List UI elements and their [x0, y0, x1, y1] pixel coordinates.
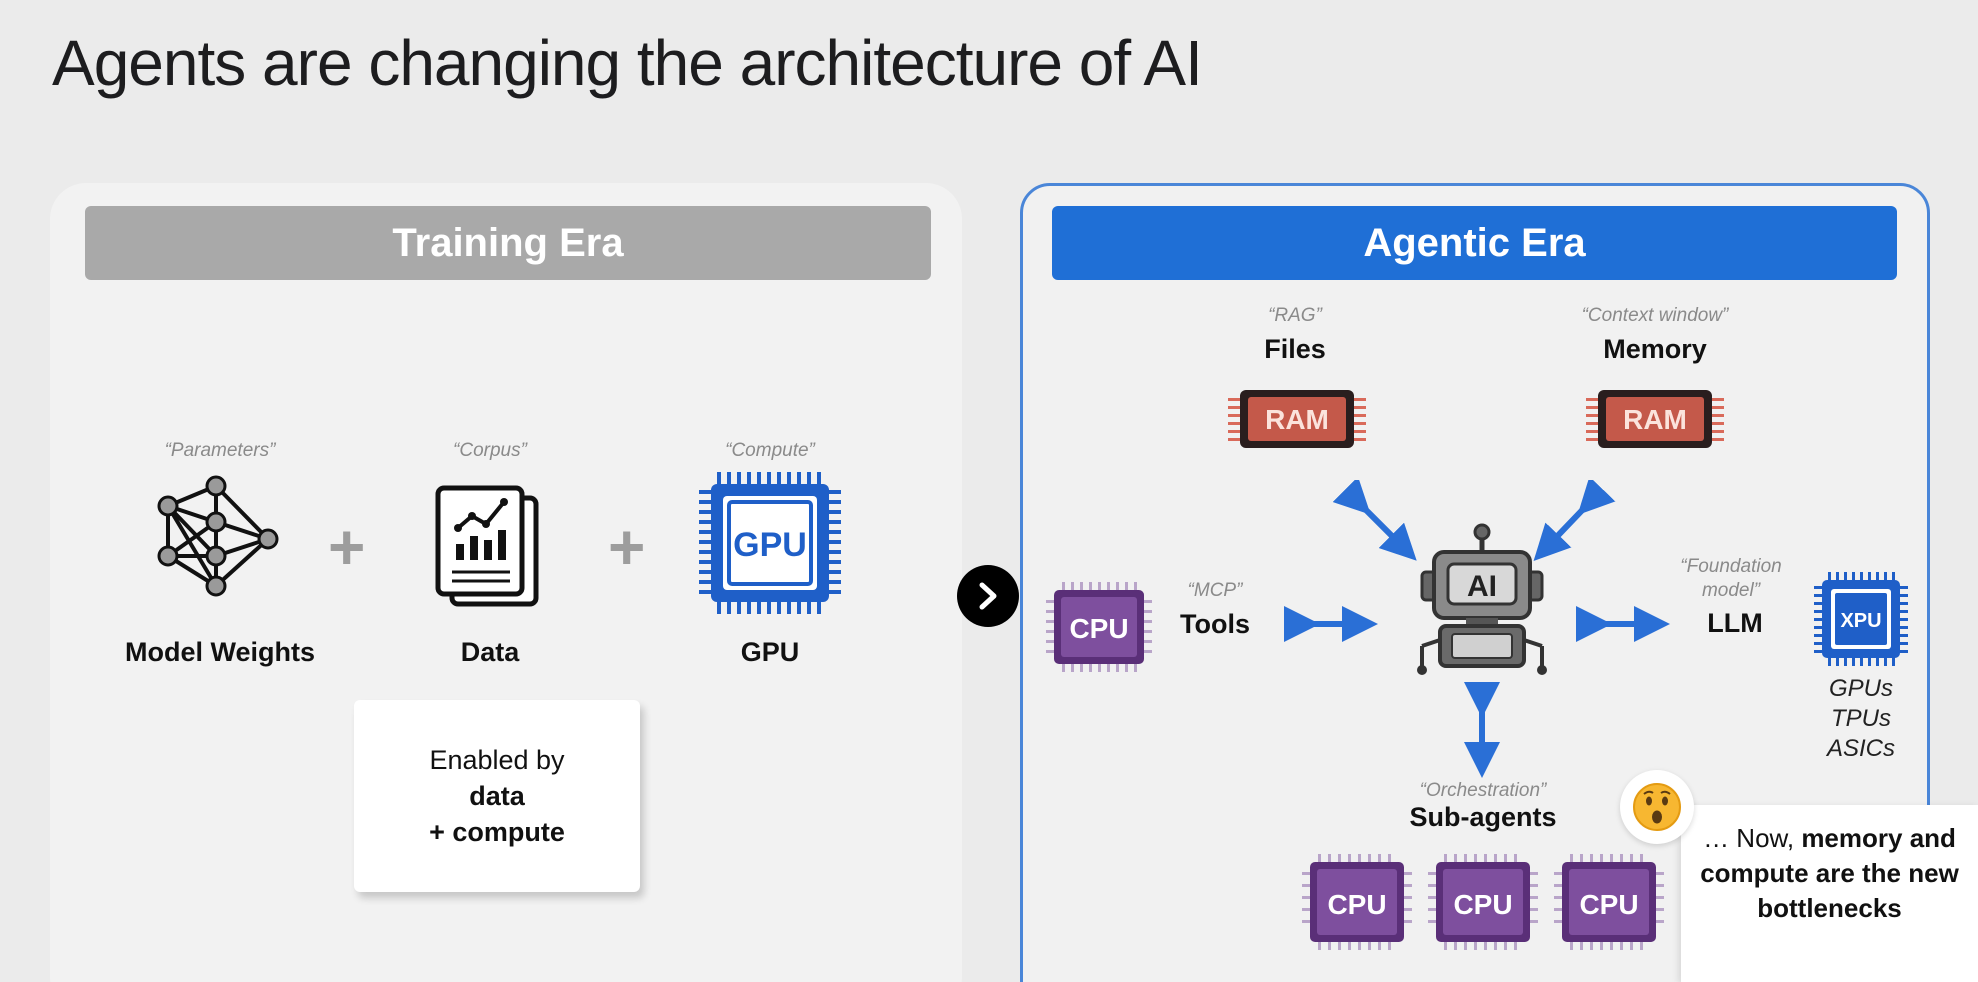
neural-network-icon — [157, 475, 279, 597]
accelerator-list: GPUs TPUs ASICs — [1808, 674, 1914, 764]
sub-agents-label: Sub-agents — [1409, 802, 1557, 832]
tools-label: Tools — [1180, 609, 1250, 639]
plus-sign: + — [328, 511, 366, 583]
chevron-right-icon — [979, 582, 997, 610]
foundation-quote-line2: model” — [1701, 580, 1761, 601]
training-era-banner: Training Era — [85, 206, 931, 280]
ram-chip-icon: RAM — [1586, 390, 1724, 448]
corpus-quote: “Corpus” — [453, 440, 527, 461]
foundation-quote-line1: “Foundation — [1680, 556, 1782, 577]
gpu-chip-icon: GPU — [699, 472, 841, 614]
robot-ai-text: AI — [1467, 570, 1497, 603]
model-weights-label: Model Weights — [124, 637, 315, 667]
cpu-chip-text: CPU — [1453, 889, 1512, 920]
page-title: Agents are changing the architecture of … — [52, 27, 1203, 99]
bottleneck-callout: … Now, memory and compute are the new bo… — [1681, 805, 1978, 982]
plus-sign: + — [608, 511, 646, 583]
cpu-chip-icon: CPU — [1046, 582, 1152, 672]
cpu-chip-text: CPU — [1069, 613, 1128, 644]
cpu-chip-icon: CPU — [1428, 854, 1538, 950]
callout-prefix: … Now, — [1703, 823, 1802, 853]
gpu-chip-text: GPU — [733, 526, 807, 564]
memory-label: Memory — [1603, 334, 1707, 364]
orchestration-quote: “Orchestration” — [1419, 780, 1547, 801]
document-chart-icon — [435, 485, 539, 607]
tpus-text: TPUs — [1831, 705, 1891, 732]
asics-text: ASICs — [1826, 735, 1895, 762]
files-label: Files — [1264, 334, 1326, 364]
compute-quote: “Compute” — [725, 440, 815, 461]
next-arrow-button[interactable] — [957, 565, 1019, 627]
arrow-files-ai — [1332, 480, 1417, 561]
gpus-text: GPUs — [1828, 675, 1893, 702]
rag-quote: “RAG” — [1268, 305, 1322, 326]
ram-chip-text: RAM — [1265, 404, 1329, 435]
xpu-chip-icon: XPU — [1814, 572, 1908, 666]
mcp-quote: “MCP” — [1187, 580, 1243, 601]
gpu-label: GPU — [740, 637, 800, 667]
parameters-quote: “Parameters” — [164, 440, 276, 461]
surprised-emoji-bubble — [1620, 770, 1694, 844]
robot-icon: AI — [1417, 523, 1547, 675]
connector-arrows — [1284, 480, 1670, 778]
arrow-memory-ai — [1533, 480, 1616, 562]
xpu-chip-text: XPU — [1840, 610, 1881, 632]
cpu-chip-text: CPU — [1327, 889, 1386, 920]
agentic-era-banner: Agentic Era — [1052, 206, 1897, 280]
enabled-data-text: data — [469, 781, 525, 811]
context-window-quote: “Context window” — [1581, 305, 1729, 326]
enabled-compute-text: + compute — [429, 817, 565, 847]
surprised-face-icon — [1633, 783, 1681, 831]
data-label: Data — [460, 637, 520, 667]
enabled-by-box: Enabled by data + compute — [354, 700, 640, 892]
llm-label: LLM — [1707, 608, 1763, 638]
cpu-chip-icon: CPU — [1554, 854, 1664, 950]
cpu-chip-icon: CPU — [1302, 854, 1412, 950]
ram-chip-text: RAM — [1623, 404, 1687, 435]
callout-rest: and compute are the new bottlenecks — [1700, 823, 1959, 923]
ram-chip-icon: RAM — [1228, 390, 1366, 448]
foundation-model-quote: “Foundation model” — [1666, 555, 1796, 603]
enabled-by-text: Enabled by — [429, 745, 565, 775]
callout-memory: memory — [1801, 823, 1903, 853]
cpu-chip-text: CPU — [1579, 889, 1638, 920]
